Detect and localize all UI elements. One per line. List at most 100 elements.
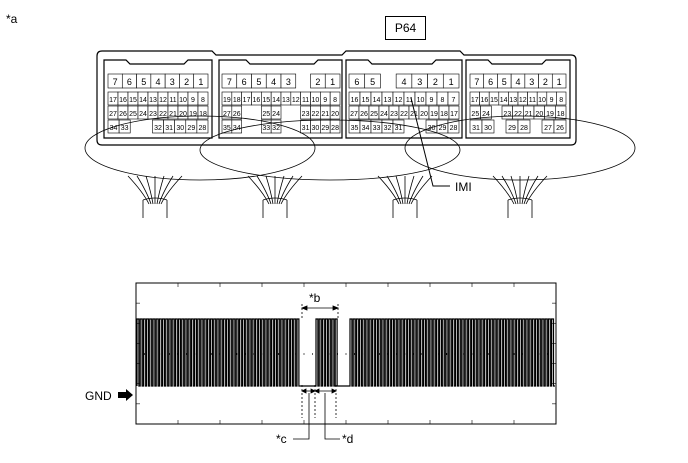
- pin-number: 11: [529, 97, 536, 104]
- pin-cell: [329, 91, 341, 106]
- pin-number: 33: [262, 125, 270, 132]
- pin-number: 29: [439, 125, 447, 132]
- ground-label: GND: [85, 389, 112, 403]
- pin-cell: [270, 105, 282, 120]
- pin-number: 10: [312, 97, 320, 104]
- connector-housing: [96, 50, 577, 146]
- pin-number: 13: [384, 97, 392, 104]
- pin-number: 16: [253, 97, 261, 104]
- pin-number: 6: [242, 77, 247, 87]
- pin-cell: [364, 73, 381, 89]
- pin-number: 16: [119, 97, 127, 104]
- callout-b: *b: [309, 291, 321, 305]
- pin-number: 6: [127, 77, 132, 87]
- pin-number: 27: [223, 111, 231, 118]
- wire-harness: [84, 115, 636, 218]
- pin-number: 7: [113, 77, 118, 87]
- pin-number: 24: [139, 111, 147, 118]
- pin-number: 21: [410, 111, 418, 118]
- pin-number: 34: [110, 125, 118, 132]
- pin-number: 12: [292, 97, 300, 104]
- pin-number: 16: [351, 97, 359, 104]
- pin-number: 13: [509, 97, 517, 104]
- pin-number: 24: [482, 111, 490, 118]
- pin-number: 3: [286, 77, 291, 87]
- pin-number: 32: [384, 125, 392, 132]
- pin-number: 23: [149, 111, 157, 118]
- pin-number: 17: [109, 97, 117, 104]
- pin-number: 4: [515, 77, 520, 87]
- pin-number: 20: [535, 111, 543, 118]
- pin-number: 26: [556, 125, 564, 132]
- pin-number: 15: [262, 97, 270, 104]
- pin-number: 34: [362, 125, 370, 132]
- pin-number: 4: [155, 77, 160, 87]
- pin-number: 2: [315, 77, 320, 87]
- pin-number: 20: [420, 111, 428, 118]
- pin-number: 26: [360, 111, 368, 118]
- pin-number: 14: [500, 97, 508, 104]
- pin-cell: [442, 73, 460, 89]
- pin-number: 28: [450, 125, 458, 132]
- pin-cell: [517, 119, 531, 134]
- pin-number: 5: [370, 77, 375, 87]
- pin-number: 5: [502, 77, 507, 87]
- pin-number: 18: [557, 111, 565, 118]
- pin-cell: [118, 119, 131, 134]
- pin-number: 32: [154, 125, 162, 132]
- pin-number: 22: [514, 111, 522, 118]
- pin-number: 7: [452, 97, 456, 104]
- pin-number: 9: [323, 97, 327, 104]
- pin-cell: [231, 105, 242, 120]
- pin-number: 17: [450, 111, 458, 118]
- pin-number: 24: [272, 111, 280, 118]
- pin-number: 27: [544, 125, 552, 132]
- pin-number: 10: [417, 97, 425, 104]
- pin-number: 16: [481, 97, 489, 104]
- pin-number: 5: [256, 77, 261, 87]
- pin-number: 19: [546, 111, 554, 118]
- pin-number: 6: [354, 77, 359, 87]
- pin-number: 15: [490, 97, 498, 104]
- pin-number: 19: [189, 111, 197, 118]
- pin-number: 1: [557, 77, 562, 87]
- pin-cell: [392, 119, 405, 134]
- pin-number: 14: [272, 97, 280, 104]
- pin-number: 18: [233, 97, 241, 104]
- pin-number: 2: [543, 77, 548, 87]
- pin-number: 21: [525, 111, 533, 118]
- pin-number: 6: [488, 77, 493, 87]
- pin-cell: [197, 105, 209, 120]
- pin-number: 35: [223, 125, 231, 132]
- callout-lines: [293, 304, 340, 440]
- pin-number: 8: [333, 97, 337, 104]
- pin-number: 24: [380, 111, 388, 118]
- pin-number: 18: [199, 111, 207, 118]
- pin-number: 20: [331, 111, 339, 118]
- pin-number: 11: [302, 97, 309, 104]
- pin-number: 1: [449, 77, 454, 87]
- pin-number: 13: [282, 97, 290, 104]
- pin-cell: [231, 119, 242, 134]
- pin-number: 3: [417, 77, 422, 87]
- pin-cell: [193, 73, 209, 89]
- pin-number: 25: [129, 111, 137, 118]
- pin-number: 35: [351, 125, 359, 132]
- pin-cell: [280, 73, 297, 89]
- pin-number: 22: [159, 111, 167, 118]
- pin-number: 10: [538, 97, 546, 104]
- pin-number: 10: [179, 97, 187, 104]
- callout-d: *d: [342, 432, 354, 446]
- callout-c: *c: [276, 432, 287, 446]
- figure-label: *a: [6, 12, 18, 26]
- pin-number: 9: [191, 97, 195, 104]
- pin-cell: [196, 119, 209, 134]
- pin-number: 9: [430, 97, 434, 104]
- pin-cell: [447, 119, 460, 134]
- pin-cell: [481, 119, 495, 134]
- pin-number: 29: [508, 125, 516, 132]
- pin-number: 28: [199, 125, 207, 132]
- waveform-trace: [136, 318, 555, 387]
